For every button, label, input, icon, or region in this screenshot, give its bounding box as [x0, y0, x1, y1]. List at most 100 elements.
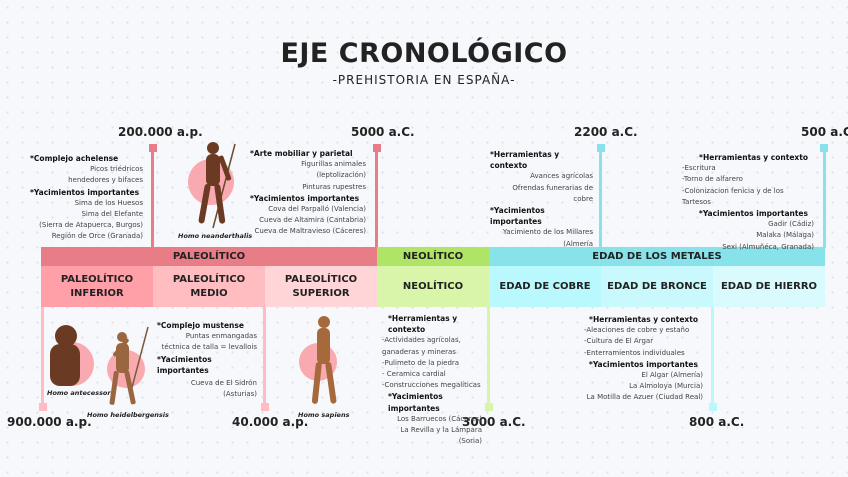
- note-line: Malaka (Málaga): [756, 231, 814, 240]
- date-500: 500 a.C.: [801, 125, 848, 139]
- caption-sapiens: Homo sapiens: [298, 411, 350, 419]
- note-heading: *Yacimientos importantes: [588, 359, 698, 369]
- note-line: La Motilla de Azuer (Ciudad Real): [586, 393, 703, 402]
- connector-40000: [263, 306, 266, 406]
- period-metales: EDAD DE LOS METALES: [489, 247, 825, 266]
- marker-200000: [149, 144, 157, 152]
- homo-neanderthalis-figure: [188, 142, 236, 229]
- date-200000: 200.000 a.p.: [118, 125, 203, 139]
- note-heading: *Herramientas y contexto: [388, 314, 458, 335]
- notes-inferior: *Complejo achelense Picos triédricos hen…: [30, 153, 143, 243]
- caption-antecessor: Homo antecessor: [47, 389, 111, 397]
- note-line: Región de Orce (Granada): [51, 232, 143, 241]
- note-line: -Cultura de El Argar: [584, 337, 654, 346]
- note-line: La Almoloya (Murcia): [629, 382, 703, 391]
- note-line: -Enterramientos individuales: [584, 348, 685, 357]
- notes-hierro: *Herramientas y contexto -Escritura -Tor…: [682, 152, 814, 253]
- connector-500: [823, 148, 826, 248]
- connector-200000: [151, 148, 154, 248]
- page-subtitle: -PREHISTORIA EN ESPAÑA-: [332, 73, 516, 87]
- note-line: Avances agrícolas: [530, 172, 593, 181]
- date-900000: 900.000 a.p.: [7, 415, 92, 429]
- note-line: cobre: [573, 194, 593, 203]
- date-40000: 40.000 a.p.: [232, 415, 309, 429]
- note-line: Figurillas animales: [301, 160, 366, 169]
- note-heading: *Complejo mustense: [157, 321, 244, 330]
- note-heading: *Yacimientos importantes: [30, 187, 140, 197]
- notes-bronce: *Herramientas y contexto -Aleaciones de …: [584, 314, 703, 404]
- note-line: Gadir (Cádiz): [768, 220, 814, 229]
- period-paleolitico: PALEOLÍTICO: [41, 247, 377, 266]
- sub-edad-bronce: EDAD DE BRONCE: [601, 266, 713, 307]
- note-heading: *Yacimientos importantes: [490, 206, 545, 227]
- connector-3000: [487, 306, 490, 406]
- sub-paleolitico-medio: PALEOLÍTICO MEDIO: [153, 266, 265, 307]
- note-line: La Revilla y la Lámpara (Soria): [400, 426, 483, 446]
- note-heading: *Herramientas y contexto: [589, 315, 698, 324]
- note-line: Pinturas rupestres: [302, 182, 366, 191]
- note-line: -Actividades agrícolas,: [382, 336, 461, 345]
- marker-3000: [485, 403, 493, 411]
- note-heading: *Herramientas y contexto: [490, 150, 560, 171]
- sub-paleolitico-superior: PALEOLÍTICO SUPERIOR: [265, 266, 377, 307]
- sub-edad-cobre: EDAD DE COBRE: [489, 266, 601, 307]
- connector-2200: [599, 148, 602, 248]
- caption-neanderthalis: Homo neanderthalis: [178, 232, 253, 240]
- note-heading: *Yacimientos importantes: [698, 209, 808, 219]
- note-line: - Ceramica cardial: [382, 370, 446, 379]
- sub-neolitico: NEOLÍTICO: [377, 266, 489, 307]
- notes-cobre: *Herramientas y contexto Avances agrícol…: [490, 149, 593, 250]
- period-neolitico: NEOLÍTICO: [377, 247, 489, 266]
- note-line: Sexi (Almuñéca, Granada): [722, 242, 814, 251]
- sub-paleolitico-inferior: PALEOLÍTICO INFERIOR: [41, 266, 153, 307]
- page-title: EJE CRONOLÓGICO: [280, 38, 568, 69]
- note-line: Los Barruecos (Cáceres): [397, 414, 482, 423]
- note-line: (leptolización): [316, 171, 366, 180]
- caption-heidelbergensis: Homo heidelbergensis: [87, 411, 169, 419]
- note-heading: *Yacimientos importantes: [388, 392, 443, 413]
- note-line: -Escritura: [682, 164, 716, 173]
- note-heading: *Arte mobiliar y parietal: [250, 149, 353, 158]
- homo-sapiens-figure: [299, 316, 337, 404]
- connector-900000: [41, 306, 44, 406]
- note-heading: *Herramientas y contexto: [699, 153, 808, 162]
- note-line: -Aleaciones de cobre y estaño: [584, 326, 690, 335]
- note-line: Cueva de Maltravieso (Cáceres): [254, 227, 366, 236]
- note-line: hendedores y bifaces: [68, 176, 143, 185]
- note-line: Sima de los Huesos: [74, 198, 143, 207]
- note-heading: *Yacimientos importantes: [250, 193, 360, 203]
- notes-medio: *Complejo mustense Puntas enmangadas téc…: [157, 320, 257, 400]
- marker-40000: [261, 403, 269, 411]
- note-line: ganaderas y mineras: [382, 347, 456, 356]
- marker-800: [709, 403, 717, 411]
- marker-5000: [373, 144, 381, 152]
- note-line: Cueva de Altamira (Cantabria): [259, 216, 366, 225]
- note-line: (Sierra de Atapuerca, Burgos): [39, 221, 143, 230]
- note-line: Sima del Elefante: [81, 210, 143, 219]
- marker-900000: [39, 403, 47, 411]
- note-line: Cueva de El Sidrón (Asturias): [190, 379, 257, 399]
- note-line: -Construcciones megalíticas: [382, 381, 481, 390]
- date-3000: 3000 a.C.: [462, 415, 526, 429]
- note-line: El Algar (Almería): [641, 371, 703, 380]
- note-line: (Almería: [563, 239, 593, 248]
- note-line: -Torno de alfarero: [682, 175, 743, 184]
- date-5000: 5000 a.C.: [351, 125, 415, 139]
- marker-2200: [597, 144, 605, 152]
- notes-neolitico: *Herramientas y contexto -Actividades ag…: [382, 313, 482, 447]
- note-line: -Colonizacion fenicia y de los Tartesos: [682, 186, 784, 206]
- note-heading: *Yacimientos importantes: [157, 354, 212, 375]
- note-line: Yacimiento de los Millares: [502, 228, 593, 237]
- note-line: Ofrendas funerarias de: [512, 183, 593, 192]
- date-800: 800 a.C.: [689, 415, 745, 429]
- note-line: Picos triédricos: [90, 165, 143, 174]
- homo-heidelbergensis-figure: [107, 326, 149, 405]
- connector-800: [711, 306, 714, 406]
- sub-edad-hierro: EDAD DE HIERRO: [713, 266, 825, 307]
- date-2200: 2200 a.C.: [574, 125, 638, 139]
- connector-5000: [375, 148, 378, 248]
- homo-antecessor-figure: [50, 325, 94, 386]
- note-line: -Pulimeto de la piedra: [382, 358, 460, 367]
- marker-500: [820, 144, 828, 152]
- note-heading: *Complejo achelense: [30, 154, 119, 163]
